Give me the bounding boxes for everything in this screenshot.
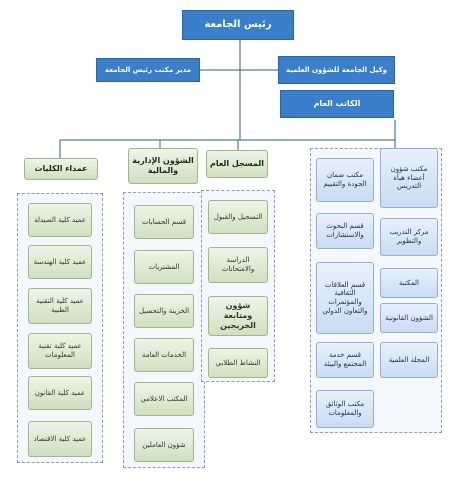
training-center: مركز التدريب والتطوير — [380, 218, 438, 256]
staff-affairs-dept: شؤون العاملين — [134, 428, 194, 462]
student-activity: النشاط الطلابي — [208, 348, 268, 378]
dean-pharmacy: عميد كلية الصيدلة — [28, 203, 92, 237]
studies-exams: الدراسة والامتحانات — [208, 247, 268, 283]
registration-admission: التسجيل والقبول — [208, 200, 268, 234]
documents-info-office: مكتب الوثائق والمعلومات — [316, 390, 374, 428]
dean-medical-tech: عميد كلية التقنية الطبية — [28, 288, 92, 324]
graduates-affairs: شؤون ومتابعة الخريجين — [208, 296, 268, 336]
office-manager-box: مدير مكتب رئيس الجامعة — [96, 58, 200, 82]
faculty-affairs-office: مكتب شؤون أعضاء هيأة التدريس — [380, 148, 438, 208]
accounts-dept: قسم الحسابات — [134, 205, 194, 239]
general-secretary-box: الكاتب العام — [280, 90, 394, 118]
registrar-head: المسجل العام — [206, 150, 268, 178]
research-consulting-dept: قسم البحوث والاستشارات — [316, 213, 374, 249]
library: المكتبة — [380, 268, 438, 298]
deans-panel — [17, 193, 103, 463]
legal-affairs: الشؤون القانونية — [380, 303, 438, 333]
cultural-relations-dept: قسم العلاقات الثقافية والمؤتمرات والتعاو… — [316, 262, 374, 334]
purchasing-dept: المشتريات — [134, 250, 194, 284]
media-office: المكتب الاعلامي — [134, 382, 194, 416]
quality-assurance-office: مكتب ضمان الجودة والتقييم — [316, 158, 374, 202]
admin-affairs-head: الشؤون الإدارية والمالية — [128, 148, 198, 184]
dean-it: عميد كلية تقنية المعلومات — [28, 333, 92, 369]
community-service-dept: قسم خدمة المجتمع والبيئة — [316, 342, 374, 378]
deans-head: عمداء الكليات — [24, 158, 98, 180]
scientific-journal: المجلة العلمية — [380, 342, 438, 378]
dean-law: عميد كلية القانون — [28, 376, 92, 410]
treasury-dept: الخزينة والتحصيل — [134, 294, 194, 328]
vice-president-box: وكيل الجامعة للشؤون العلمية — [278, 56, 395, 84]
dean-economics: عميد كلية الاقتصاد — [28, 421, 92, 457]
university-president-box: رئيس الجامعة — [182, 10, 294, 40]
dean-engineering: عميد كلية الهندسة — [28, 245, 92, 279]
general-services-dept: الخدمات العامة — [134, 338, 194, 372]
